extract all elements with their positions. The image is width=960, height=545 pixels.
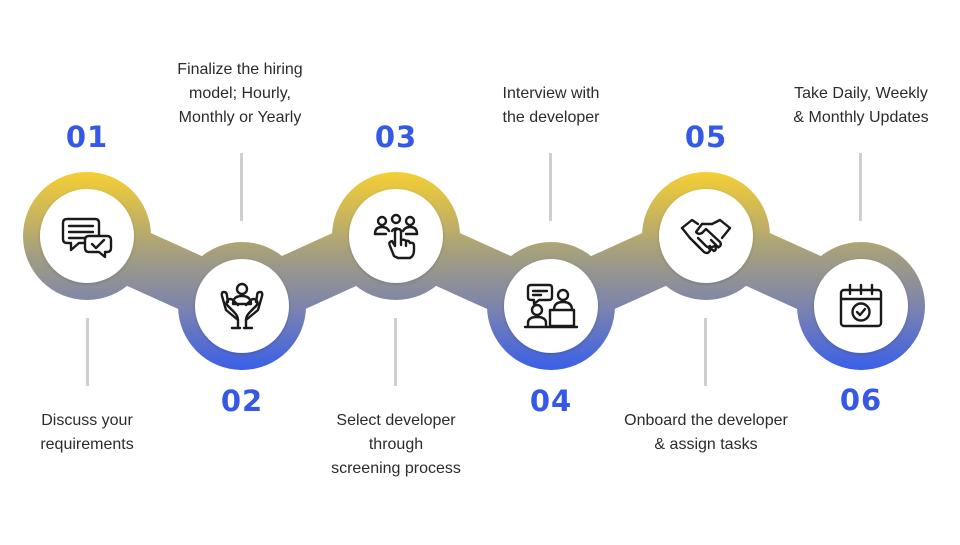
step-disc-05 [659, 189, 753, 283]
connector-tick-04 [549, 153, 552, 221]
step-number-04: 04 [529, 384, 573, 418]
step-label-05: Onboard the developer & assign tasks [624, 412, 788, 453]
interview-icon [523, 283, 579, 329]
step-label-06: Take Daily, Weekly & Monthly Updates [793, 85, 929, 126]
step-label-04: Interview with the developer [502, 85, 600, 126]
step-number-05: 05 [684, 120, 728, 154]
step-label-02: Finalize the hiring model; Hourly, Month… [177, 61, 303, 126]
handshake-icon [680, 218, 732, 255]
step-number-03: 03 [374, 120, 418, 154]
connector-tick-03 [394, 318, 397, 386]
chat-check-icon [61, 217, 113, 259]
step-number-06: 06 [839, 383, 883, 417]
connector-tick-06 [859, 153, 862, 221]
step-label-01: Discuss your requirements [40, 412, 134, 453]
step-number-02: 02 [220, 384, 264, 418]
track-chain [23, 172, 925, 370]
step-disc-02 [195, 259, 289, 353]
connector-tick-05 [704, 318, 707, 386]
calendar-check-icon [839, 283, 883, 328]
connector-tick-02 [240, 153, 243, 221]
step-label-03: Select developer through screening proce… [331, 412, 461, 477]
step-disc-04 [504, 259, 598, 353]
step-disc-06 [814, 259, 908, 353]
hands-person-icon [220, 282, 264, 330]
group-select-icon [373, 213, 419, 260]
connector-tick-01 [86, 318, 89, 386]
step-number-01: 01 [65, 120, 109, 154]
